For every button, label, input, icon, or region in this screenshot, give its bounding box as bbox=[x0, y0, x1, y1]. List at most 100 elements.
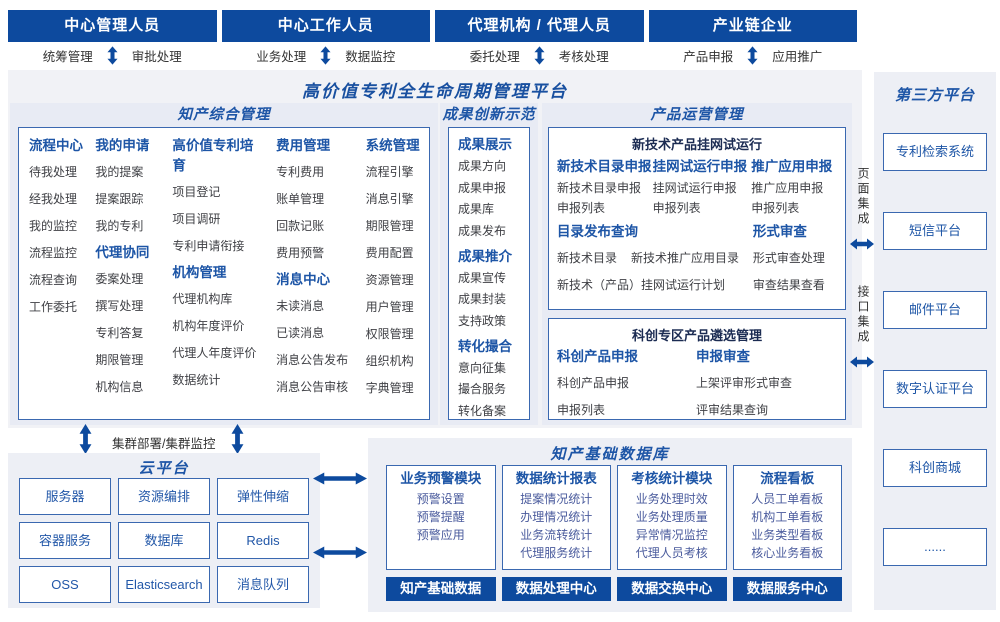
module-item: 申报列表 bbox=[557, 201, 606, 215]
module-header: 新技术目录申报 bbox=[557, 159, 652, 174]
module-header: 形式审查 bbox=[752, 224, 807, 239]
module-item: 资源管理 bbox=[365, 273, 414, 287]
module-item: 流程监控 bbox=[29, 246, 78, 260]
module-item: 未读消息 bbox=[276, 299, 325, 313]
module-item: 机构年度评价 bbox=[172, 319, 245, 333]
module-item: 撰写处理 bbox=[95, 299, 144, 313]
module-list: 意向征集撮合服务转化备案 bbox=[458, 360, 529, 420]
trial-operation-box-title: 新技术产品挂网试运行 bbox=[631, 137, 762, 152]
catalog-publish-block: 目录发布查询 新技术目录新技术推广应用目录新技术（产品）挂网试运行计划 bbox=[557, 222, 753, 302]
actor-actions: 业务处理 数据监控 bbox=[222, 42, 431, 68]
module-item: 异常情况监控 bbox=[635, 528, 708, 542]
platform-container: 高价值专利全生命周期管理平台 知产综合管理 流程中心 待我处理经我处理我的监控流… bbox=[8, 70, 862, 428]
declare-review-col: 申报审查 上架评审形式审查评审结果查询 bbox=[696, 347, 845, 427]
ip-management-title: 知产综合管理 bbox=[177, 107, 271, 123]
module-item: 预警设置 bbox=[416, 492, 465, 506]
module-header: 系统管理 bbox=[365, 138, 420, 153]
data-center-bar: 数据服务中心 bbox=[732, 577, 842, 601]
module-list: 新技术目录申报申报列表 bbox=[557, 180, 653, 216]
module-item: 回款记账 bbox=[276, 219, 325, 233]
actor-action-left: 产品申报 bbox=[683, 49, 734, 64]
module-header: 考核统计模块 bbox=[631, 471, 713, 486]
module-list: 推广应用申报申报列表 bbox=[751, 180, 845, 216]
module-item: 委案处理 bbox=[95, 272, 144, 286]
module-list: 挂网试运行申报申报列表 bbox=[653, 180, 752, 216]
double-arrow-vertical-icon bbox=[747, 45, 758, 65]
cluster-label: 集群部署/集群监控 bbox=[112, 437, 216, 451]
module-item: 评审结果查询 bbox=[696, 403, 769, 417]
module-list: 待我处理经我处理我的监控流程监控流程查询工作委托 bbox=[29, 162, 84, 317]
cloud-service-box: 数据库 bbox=[118, 522, 210, 559]
module-item: 权限管理 bbox=[365, 327, 414, 341]
module-item: 成果申报 bbox=[458, 180, 507, 195]
module-item: 代理人年度评价 bbox=[172, 346, 257, 360]
module-item: 核心业务看板 bbox=[751, 546, 824, 560]
double-arrow-vertical-icon bbox=[107, 45, 118, 65]
actor-title: 代理机构 / 代理人员 bbox=[435, 10, 644, 42]
actor-title: 产业链企业 bbox=[648, 10, 857, 42]
module-item: 期限管理 bbox=[365, 219, 414, 233]
third-party-title: 第三方平台 bbox=[894, 87, 975, 104]
platform-title: 高价值专利全生命周期管理平台 bbox=[302, 82, 568, 101]
product-operation-title: 产品运营管理 bbox=[650, 107, 744, 123]
module-item: 新技术推广应用目录 bbox=[631, 251, 740, 265]
module-item: 挂网试运行申报 bbox=[652, 181, 737, 195]
module-item: 流程引擎 bbox=[365, 165, 414, 179]
module-list: 业务处理时效业务处理质量异常情况监控代理人员考核 bbox=[618, 490, 726, 562]
module-header: 高价值专利培育 bbox=[172, 138, 254, 173]
cloud-service-box: Elasticsearch bbox=[118, 566, 210, 603]
module-list: 代理机构库机构年度评价代理人年度评价数据统计 bbox=[172, 289, 265, 390]
module-list: 科创产品申报申报列表 bbox=[557, 373, 696, 420]
actor-action-left: 业务处理 bbox=[256, 49, 307, 64]
module-item: 已读消息 bbox=[276, 326, 325, 340]
module-item: 项目调研 bbox=[172, 212, 221, 226]
module-header: 转化撮合 bbox=[458, 338, 512, 354]
module-item: 办理情况统计 bbox=[520, 510, 593, 524]
module-header: 代理协同 bbox=[95, 245, 150, 260]
actor-group: 中心管理人员 统筹管理 审批处理 bbox=[8, 10, 217, 68]
data-center-bar: 知产基础数据 bbox=[386, 577, 496, 601]
actor-action-right: 审批处理 bbox=[131, 49, 182, 64]
data-center-bar: 数据处理中心 bbox=[501, 577, 611, 601]
module-header: 目录发布查询 bbox=[557, 224, 638, 239]
module-list: 委案处理撰写处理专利答复期限管理机构信息 bbox=[95, 269, 161, 397]
module-item: 成果封装 bbox=[458, 292, 507, 306]
module-item: 我的监控 bbox=[29, 219, 78, 233]
assessment-module-col: 考核统计模块 业务处理时效业务处理质量异常情况监控代理人员考核 bbox=[617, 465, 727, 570]
actor-title: 中心管理人员 bbox=[8, 10, 217, 42]
module-header: 挂网试运行申报 bbox=[652, 159, 748, 174]
double-arrow-vertical-icon bbox=[231, 424, 244, 454]
module-item: 机构工单看板 bbox=[751, 510, 824, 524]
api-integration-label: 接口集成 bbox=[856, 285, 870, 345]
module-item: 成果宣传 bbox=[458, 270, 507, 285]
module-item: 字典管理 bbox=[365, 381, 414, 395]
stat-report-col: 数据统计报表 提案情况统计办理情况统计业务流转统计代理服务统计 bbox=[501, 465, 611, 570]
module-item: 账单管理 bbox=[276, 192, 325, 206]
module-item: 上架评审形式审查 bbox=[696, 376, 793, 390]
module-item: 支持政策 bbox=[458, 313, 507, 328]
module-list: 上架评审形式审查评审结果查询 bbox=[696, 373, 845, 420]
cloud-service-box: OSS bbox=[19, 566, 111, 603]
module-list: 我的提案提案跟踪我的专利 bbox=[95, 162, 161, 236]
module-list: 新技术目录新技术推广应用目录新技术（产品）挂网试运行计划 bbox=[557, 248, 753, 302]
formal-review-block: 形式审查 形式审查处理审查结果查看 bbox=[753, 222, 845, 302]
actor-action-right: 考核处理 bbox=[558, 49, 609, 64]
third-party-box: 科创商城 bbox=[883, 449, 987, 487]
module-item: 申报列表 bbox=[557, 403, 606, 417]
third-party-section: 第三方平台 专利检索系统短信平台邮件平台数字认证平台科创商城...... bbox=[874, 72, 996, 610]
module-item: 费用配置 bbox=[365, 246, 414, 260]
double-arrow-vertical-icon bbox=[534, 45, 545, 65]
module-list: 成果宣传成果封装支持政策 bbox=[458, 270, 529, 330]
module-item: 费用预警 bbox=[276, 246, 325, 260]
module-item: 提案情况统计 bbox=[520, 492, 593, 506]
cloud-service-box: 服务器 bbox=[19, 478, 111, 515]
module-item: 消息引擎 bbox=[365, 192, 414, 206]
module-item: 代理机构库 bbox=[172, 292, 233, 306]
module-item: 经我处理 bbox=[29, 192, 78, 206]
module-item: 待我处理 bbox=[29, 165, 78, 179]
sci-product-declare-col: 科创产品申报 科创产品申报申报列表 bbox=[557, 347, 696, 427]
page-integration-label: 页面集成 bbox=[856, 167, 870, 227]
module-item: 申报列表 bbox=[751, 201, 800, 215]
